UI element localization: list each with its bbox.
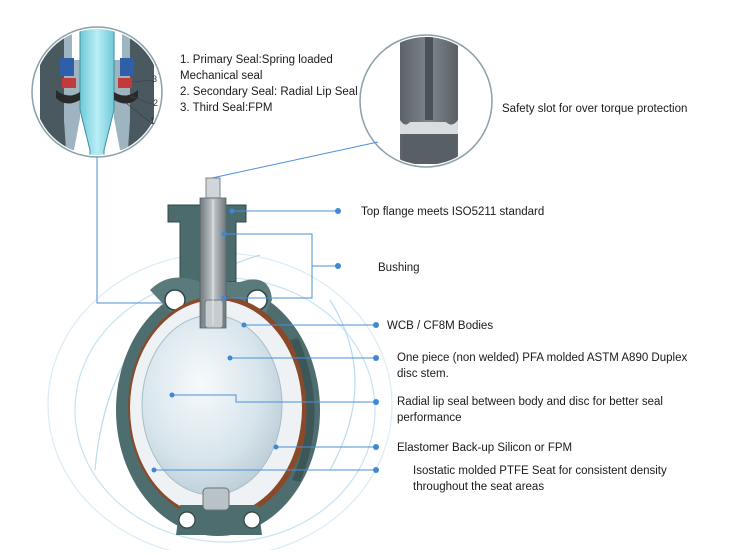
seal-detail-inset: 3 2 1 — [31, 26, 163, 158]
callout-ptfe-seat: Isostatic molded PTFE Seat for consisten… — [413, 463, 703, 495]
callout-disc-stem: One piece (non welded) PFA molded ASTM A… — [397, 350, 697, 382]
callout-disc-stem-line-2: disc stem. — [397, 368, 449, 380]
dot-elastomer — [373, 444, 379, 450]
callout-disc-stem-line-1: One piece (non welded) PFA molded ASTM A… — [397, 352, 688, 364]
seal-line-3: 2. Secondary Seal: Radial Lip Seal — [180, 86, 358, 98]
dot-bushing — [335, 263, 341, 269]
callout-ptfe-seat-line-2: throughout the seat areas — [413, 481, 545, 493]
dot-ptfe-seat — [373, 467, 379, 473]
callout-radial-lip-line-1: Radial lip seal between body and disc fo… — [397, 396, 663, 408]
dot-radial-lip — [373, 399, 379, 405]
callout-lines — [154, 210, 376, 471]
callout-ptfe-seat-line-1: Isostatic molded PTFE Seat for consisten… — [413, 465, 667, 477]
callout-bodies: WCB / CF8M Bodies — [387, 320, 494, 332]
safety-slot-inset — [359, 34, 493, 168]
callout-radial-lip-line-2: performance — [397, 412, 462, 424]
safety-slot-label: Safety slot for over torque protection — [502, 103, 688, 115]
dot-top-flange — [335, 208, 341, 214]
seal-number-3: 3 — [152, 74, 157, 84]
valve-body — [116, 177, 320, 536]
seal-line-1: 1. Primary Seal:Spring loaded — [180, 54, 333, 66]
dot-disc-stem — [373, 355, 379, 361]
seal-line-4: 3. Third Seal:FPM — [180, 102, 273, 114]
callout-top-flange: Top flange meets ISO5211 standard — [361, 206, 545, 218]
seal-detail-list: 1. Primary Seal:Spring loaded Mechanical… — [180, 52, 358, 116]
callout-dots — [151, 208, 379, 473]
dot-bodies — [373, 322, 379, 328]
callout-radial-lip: Radial lip seal between body and disc fo… — [397, 394, 697, 426]
seal-number-1: 1 — [150, 116, 155, 126]
seal-number-2: 2 — [153, 98, 158, 108]
seal-line-2: Mechanical seal — [180, 70, 263, 82]
callout-elastomer: Elastomer Back-up Silicon or FPM — [397, 442, 573, 454]
callout-bushing: Bushing — [378, 262, 420, 274]
